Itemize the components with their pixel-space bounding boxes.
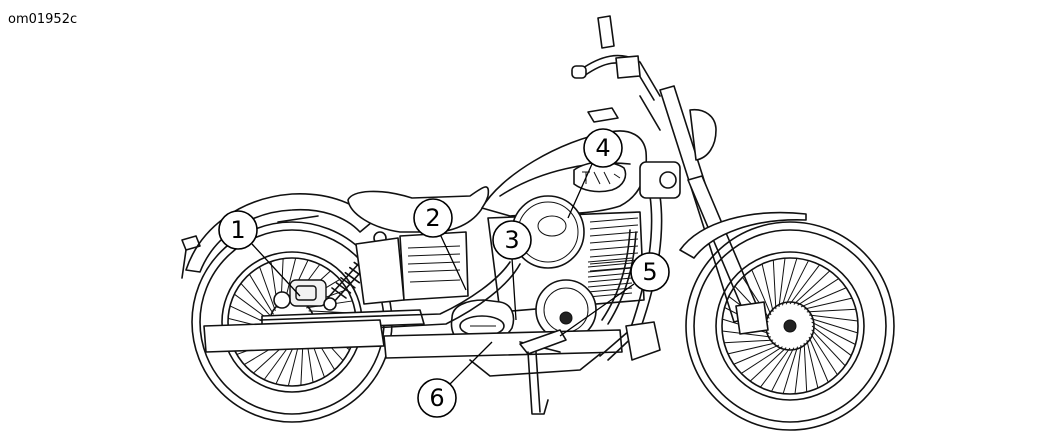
callout-1: 1 [218,210,258,250]
handlebars [571,15,661,131]
callout-3: 3 [492,220,532,260]
electrical-caddy [399,231,469,301]
kickstand [527,351,549,415]
callout-4: 4 [583,128,623,168]
callout-5-label: 5 [642,258,657,286]
callout-2-label: 2 [425,204,440,232]
leader-1 [251,243,301,297]
callout-5: 5 [630,252,670,292]
callout-1-label: 1 [230,216,245,244]
leader-4 [567,163,593,219]
callout-4-label: 4 [595,134,610,162]
leader-3 [511,257,517,321]
front-fender [679,211,807,259]
exhaust [203,261,623,377]
engine [450,195,645,343]
callout-2: 2 [413,198,453,238]
leader-5 [559,283,635,337]
callout-3-label: 3 [504,226,519,254]
leader-6 [449,341,493,385]
callout-6-label: 6 [429,384,444,412]
front-fork [639,85,763,323]
frame-side-cover [355,237,405,305]
callout-leaders [251,163,635,385]
leader-2 [439,233,467,291]
figure-id: om01952c [8,12,78,27]
front-wheel [685,221,895,431]
rear-brake-caliper [273,279,327,309]
callout-6: 6 [417,378,457,418]
